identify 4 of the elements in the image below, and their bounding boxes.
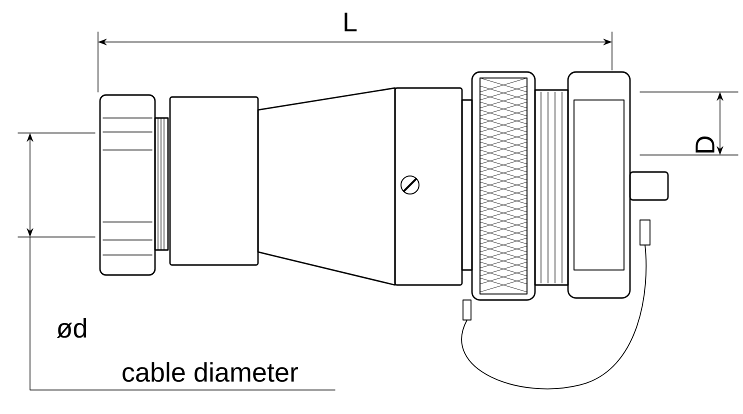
dimension-label: D xyxy=(696,136,714,153)
dimension-label: L xyxy=(344,12,357,32)
dimension-label: cable diameter xyxy=(122,362,298,382)
dimension-label: ød xyxy=(56,318,86,338)
